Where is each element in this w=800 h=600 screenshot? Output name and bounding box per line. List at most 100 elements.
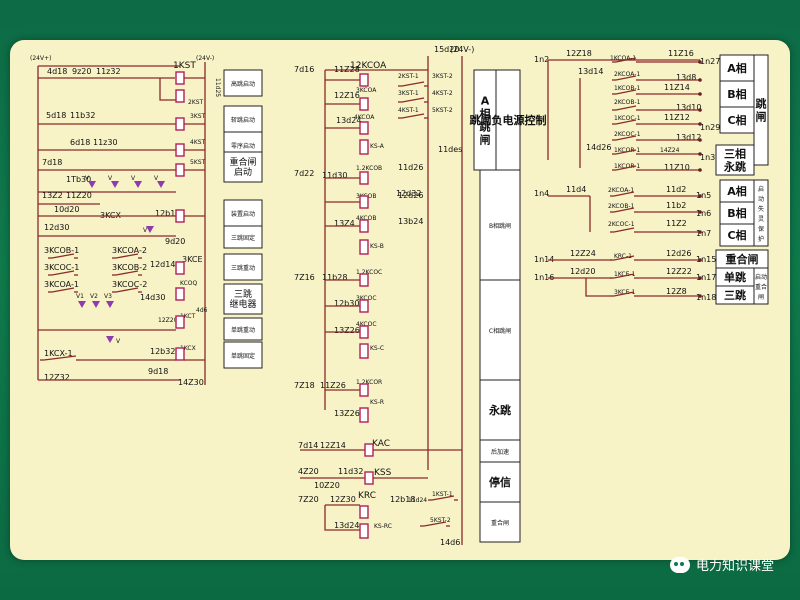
box-label-line: B相 xyxy=(727,206,746,220)
box-label: C相跳闸 xyxy=(489,327,511,335)
diagram-label: 11d4 xyxy=(566,185,586,194)
box-label-line: C相跳闸 xyxy=(489,327,511,335)
diagram-label: 7d18 xyxy=(42,158,62,167)
diagram-label: 14Z24 xyxy=(660,147,680,154)
diagram-label: 1KST-1 xyxy=(432,491,453,498)
label-box xyxy=(223,105,263,133)
box-label-line: C相 xyxy=(727,113,746,127)
relay-coil xyxy=(364,471,374,485)
diagram-label: 12Z24 xyxy=(570,249,596,258)
diagram-label: V2 xyxy=(90,293,98,300)
diagram-label: KCOQ xyxy=(180,280,198,287)
diagram-label: 14d6 xyxy=(440,538,460,547)
diagram-label: KRC xyxy=(358,491,376,501)
box-label: 重合闸启动 xyxy=(229,156,256,178)
box-label-line: 继电器 xyxy=(229,298,256,310)
relay-coil xyxy=(175,89,185,103)
diagram-label: 7d16 xyxy=(294,65,314,74)
diagram-label: 3KCOB-2 xyxy=(112,263,147,272)
wire xyxy=(401,97,425,103)
diagram-label: 15d20 xyxy=(434,45,459,54)
box-label: 装置启动 xyxy=(231,210,255,218)
box-label-line: 重合闸 xyxy=(726,252,759,266)
box-label: 重合闸 xyxy=(491,519,509,527)
diagram-label: 1n7 xyxy=(696,229,711,238)
diagram-label: 11b32 xyxy=(70,111,95,120)
junction-dot xyxy=(698,92,702,96)
diagram-label: 1KCT xyxy=(180,313,196,320)
relay-coil xyxy=(175,71,185,85)
diagram-label: 11d26 xyxy=(398,163,423,172)
box-label: 单跳固定 xyxy=(231,352,255,360)
diagram-label: V xyxy=(116,338,121,345)
junction-dot xyxy=(698,294,702,298)
diagram-label: 1n29 xyxy=(700,123,720,132)
diagram-label: 2KCOC-1 xyxy=(608,221,635,228)
label-box xyxy=(223,341,263,369)
diagram-label: 2KST xyxy=(188,99,204,106)
label-box xyxy=(223,253,263,281)
box-label-line: B相跳闸 xyxy=(489,222,511,230)
diagram-label: 1n5 xyxy=(696,191,711,200)
diagram-label: 11Z20 xyxy=(66,191,92,200)
diagram-label: 1KCX xyxy=(180,345,196,352)
diagram-label: 7Z16 xyxy=(294,273,315,282)
label-box xyxy=(223,69,263,97)
box-label: 三跳固定 xyxy=(231,234,255,242)
box-label: 跳闸负电源控制 xyxy=(470,113,547,127)
box-label-line: 闸 xyxy=(758,293,764,301)
junction-dot xyxy=(698,108,702,112)
box-label-line: 保 xyxy=(758,225,764,233)
relay-coil xyxy=(364,443,374,457)
relay-coil xyxy=(359,299,369,313)
diagram-label: 3KCOC-1 xyxy=(44,263,79,272)
diagram-label: 11d32 xyxy=(338,467,363,476)
diagram-label: 12Z14 xyxy=(320,441,346,450)
wire xyxy=(115,287,139,293)
diagram-label: 12b30 xyxy=(334,299,359,308)
relay-coil xyxy=(175,287,185,301)
junction-dot xyxy=(698,230,702,234)
wire xyxy=(615,75,637,81)
box-label: 后加速 xyxy=(491,448,509,456)
diagram-label: 1n15 xyxy=(696,255,716,264)
diagram-label: 12d20 xyxy=(570,267,595,276)
wire xyxy=(115,270,139,276)
relay-coil xyxy=(359,523,369,539)
diagram-label: 11des xyxy=(438,145,462,154)
box-label: C相 xyxy=(727,113,746,127)
diagram-label: 12d26 xyxy=(666,249,691,258)
diode xyxy=(106,301,114,308)
box-label-line: A xyxy=(481,94,490,107)
wire xyxy=(613,191,635,197)
diagram-label: V xyxy=(108,175,113,182)
diagram-label: 3KCE xyxy=(182,255,203,264)
box-label-line: 启动 xyxy=(234,166,252,178)
diagram-label: 12b18 xyxy=(390,495,415,504)
label-box xyxy=(479,279,521,381)
box-label: 三跳继电器 xyxy=(229,288,256,310)
diagram-label: (24V-) xyxy=(196,55,214,62)
diagram-label: 1KCOC-1 xyxy=(614,115,641,122)
wire xyxy=(159,78,176,101)
diagram-label: 3KST-2 xyxy=(432,73,453,80)
diagram-label: 4d18 xyxy=(47,67,67,76)
box-label-line: 斩跳启动 xyxy=(231,116,255,124)
box-label-line: 失 xyxy=(758,205,764,213)
diagram-label: 11Z10 xyxy=(664,163,690,172)
relay-coil xyxy=(359,505,369,519)
box-label: B相跳闸 xyxy=(489,222,511,230)
wire xyxy=(613,273,635,279)
diagram-label: 13Z26 xyxy=(334,409,360,418)
diagram-label: 7Z20 xyxy=(298,495,319,504)
diagram-label: KRC-1 xyxy=(614,253,632,260)
diagram-label: 4KST xyxy=(190,139,206,146)
box-label: 永跳 xyxy=(488,403,511,417)
diagram-label: 1n18 xyxy=(696,293,716,302)
box-label-line: 跳 xyxy=(756,96,767,110)
wire xyxy=(423,521,447,527)
diagram-label: (24V-) xyxy=(450,45,474,54)
label-box xyxy=(715,285,755,305)
diagram-label: 2KCOB-1 xyxy=(608,203,635,210)
